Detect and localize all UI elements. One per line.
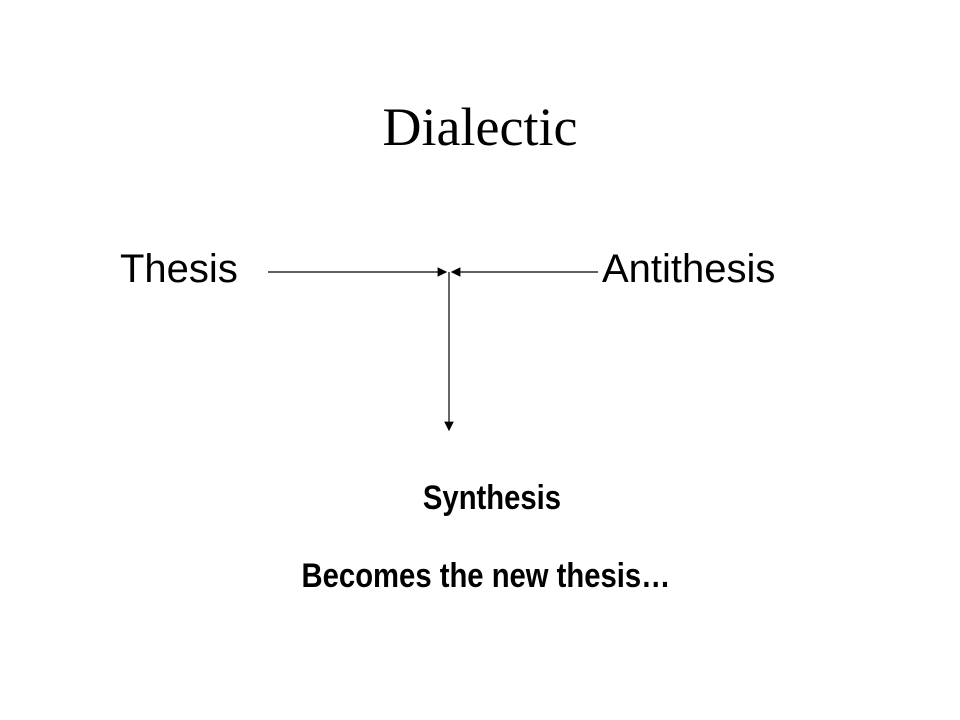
antithesis-label: Antithesis [602,247,776,291]
slide-title: Dialectic [382,97,578,157]
thesis-label: Thesis [120,247,238,291]
new-thesis-caption: Becomes the new thesis… [301,557,671,595]
synthesis-label: Synthesis [422,479,562,517]
